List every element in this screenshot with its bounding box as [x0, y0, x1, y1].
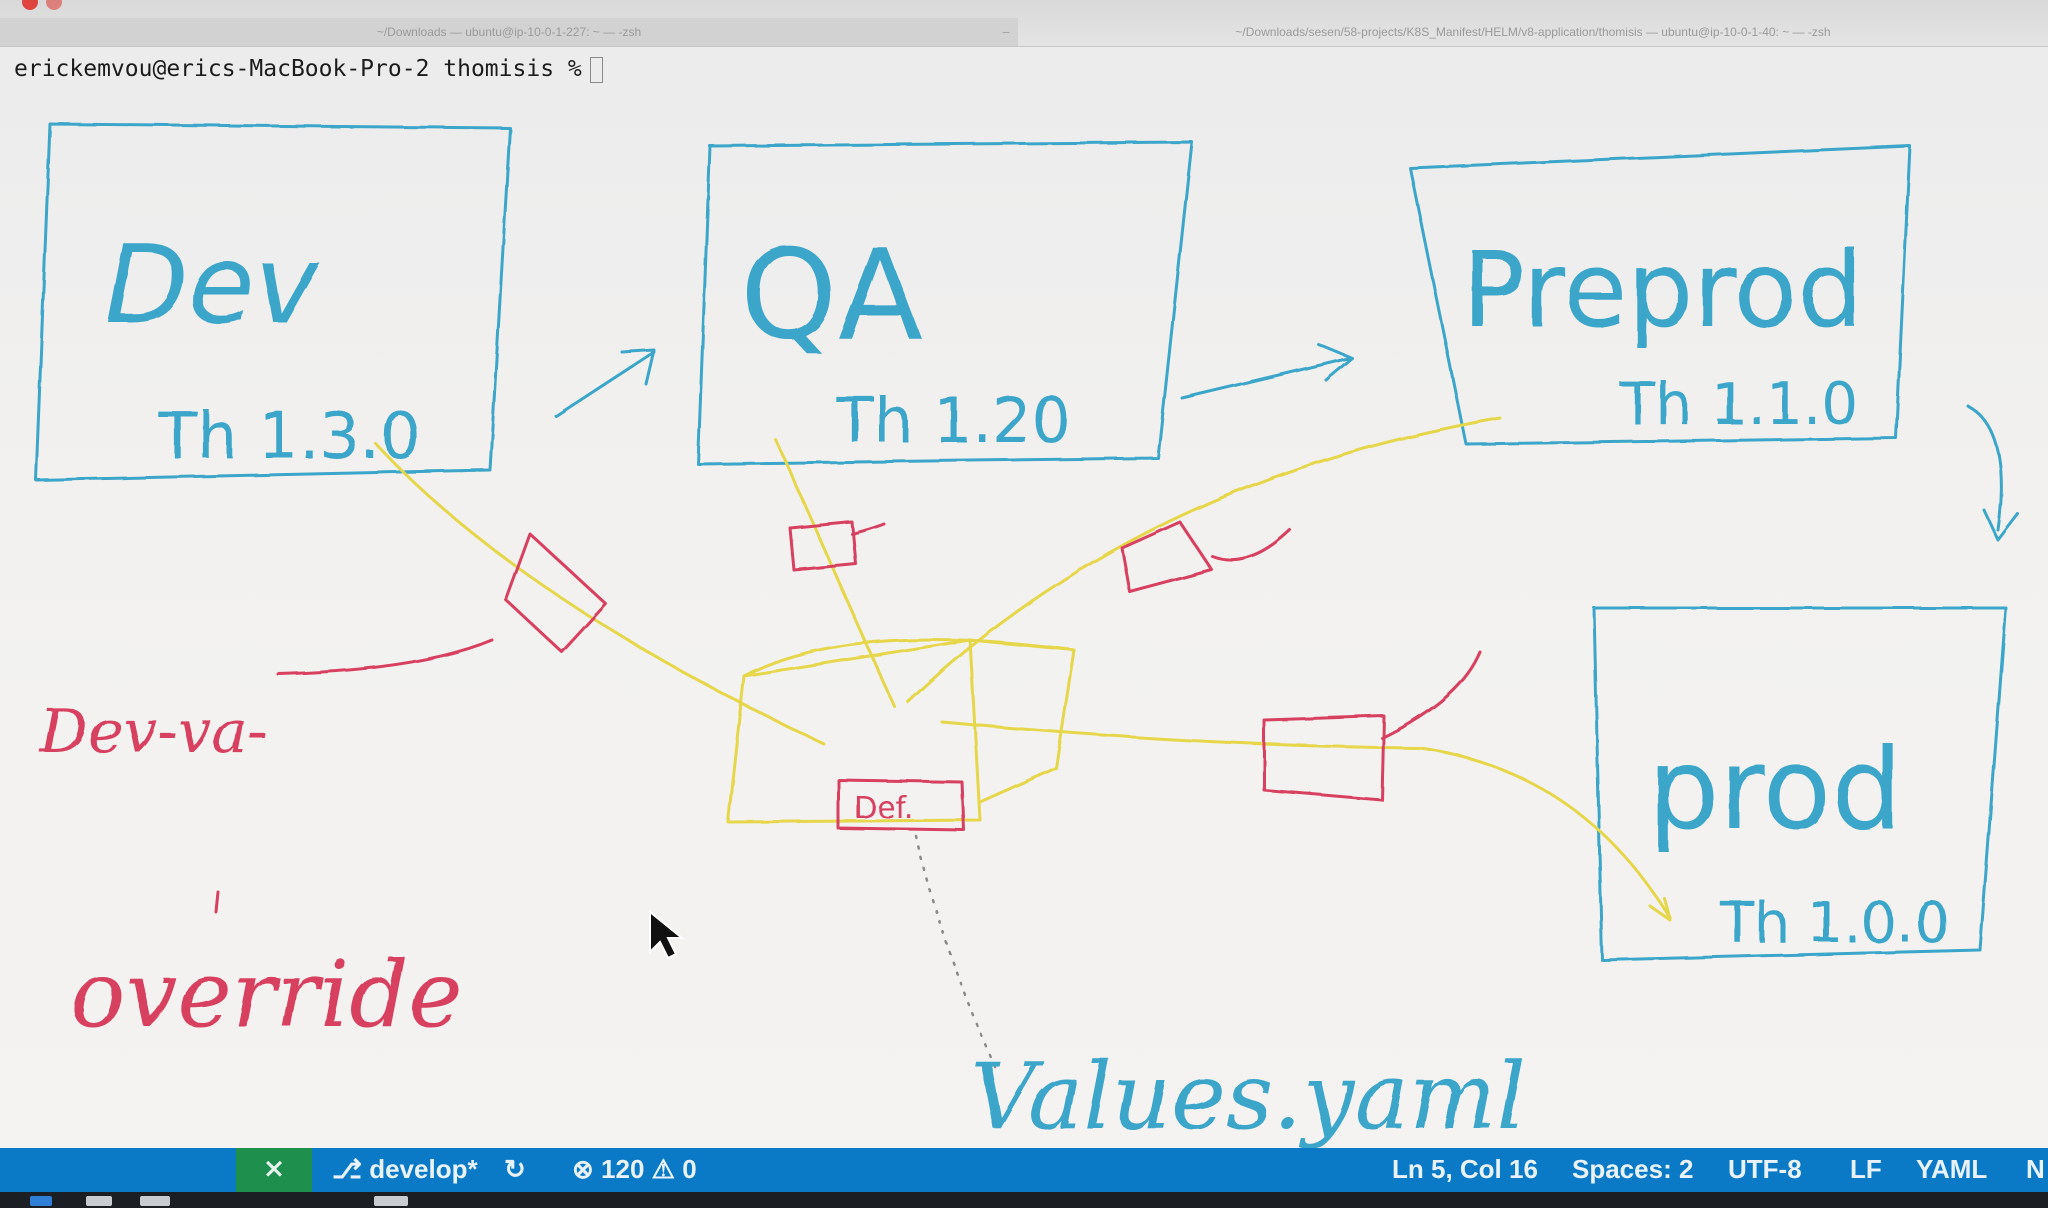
line-ending-selector[interactable]: LF — [1850, 1154, 1882, 1184]
env-name-preprod: Preprod — [1462, 229, 1863, 351]
override-box-prod — [1262, 714, 1386, 802]
remote-indicator[interactable]: ⨯ — [236, 1148, 312, 1192]
env-version-dev: Th 1.3.0 — [157, 400, 421, 474]
close-window-icon[interactable] — [22, 0, 38, 10]
connector-qa — [774, 438, 896, 708]
dotted-link-values — [914, 834, 998, 1072]
terminal-cursor — [589, 56, 603, 83]
sync-button[interactable]: ↻ — [504, 1148, 526, 1192]
env-box-prod: prod Th 1.0.0 — [1592, 606, 2008, 962]
mouse-pointer-icon — [649, 909, 685, 960]
override-accent — [214, 890, 220, 914]
note-dev-values: Dev-va- — [39, 697, 268, 767]
terminal-prompt-line[interactable]: erickemvou@erics-MacBook-Pro-2 thomisis … — [14, 56, 603, 83]
taskbar-window-icon[interactable] — [374, 1196, 408, 1206]
override-box-preprod — [1120, 520, 1214, 594]
env-version-preprod: Th 1.1.0 — [1619, 370, 1858, 438]
language-mode-selector[interactable]: YAML — [1916, 1154, 1988, 1184]
env-name-qa: QA — [740, 224, 922, 368]
tab-label: ~/Downloads/sesen/58-projects/K8S_Manife… — [1235, 25, 1831, 39]
arrow-preprod-to-prod — [1966, 404, 2020, 542]
branch-indicator[interactable]: ⎇ develop* — [332, 1148, 478, 1192]
helm-chart-box — [374, 416, 1672, 922]
close-tab-icon[interactable]: − — [1001, 24, 1010, 40]
promotion-arrows — [554, 342, 2020, 542]
sync-icon: ↻ — [504, 1154, 526, 1184]
default-values-label: Def. — [854, 791, 913, 826]
encoding-selector[interactable]: UTF-8 — [1728, 1154, 1802, 1184]
terminal-prompt: erickemvou@erics-MacBook-Pro-2 thomisis … — [14, 56, 582, 82]
taskbar-app-icon[interactable] — [86, 1196, 112, 1206]
env-version-prod: Th 1.0.0 — [1719, 891, 1950, 956]
override-tail-preprod — [1210, 528, 1292, 562]
arrow-dev-to-qa — [554, 348, 656, 418]
env-version-qa: Th 1.20 — [835, 384, 1071, 457]
apps-grid-icon[interactable] — [140, 1196, 170, 1206]
indentation-selector[interactable]: Spaces: 2 — [1572, 1154, 1694, 1184]
problems-indicator[interactable]: ⊗ 120 ⚠ 0 — [572, 1148, 697, 1192]
override-box-qa — [788, 520, 858, 572]
override-tail-prod — [1380, 650, 1482, 740]
env-box-preprod: Preprod Th 1.1.0 — [1408, 144, 1912, 446]
start-icon[interactable] — [30, 1196, 52, 1206]
tab-label: ~/Downloads — ubuntu@ip-10-0-1-227: ~ — … — [376, 25, 642, 39]
remote-icon: ⨯ — [263, 1153, 285, 1183]
branch-name: develop* — [369, 1154, 478, 1184]
connector-preprod — [906, 416, 1502, 704]
terminal-titlebar: ~/Downloads — ubuntu@ip-10-0-1-227: ~ — … — [0, 0, 2048, 47]
git-branch-icon: ⎇ — [332, 1154, 362, 1184]
values-override-boxes — [276, 520, 1482, 832]
tab-downloads[interactable]: ~/Downloads — ubuntu@ip-10-0-1-227: ~ — … — [0, 18, 1018, 46]
warning-count: 0 — [682, 1154, 697, 1184]
note-values-yaml: Values.yaml — [970, 1043, 1526, 1150]
env-box-qa: QA Th 1.20 — [696, 140, 1194, 466]
note-override: override — [70, 941, 463, 1048]
override-line-dev — [276, 638, 494, 676]
tab-thomisis[interactable]: ~/Downloads/sesen/58-projects/K8S_Manife… — [1018, 18, 2048, 46]
minimize-window-icon[interactable] — [46, 0, 62, 10]
cursor-position[interactable]: Ln 5, Col 16 — [1392, 1154, 1538, 1184]
override-tail-qa — [850, 522, 886, 536]
taskbar — [0, 1192, 2048, 1208]
notifications-button[interactable]: N — [2026, 1154, 2045, 1184]
default-values-box — [836, 778, 966, 832]
connector-prod — [940, 720, 1672, 920]
env-name-dev: Dev — [105, 223, 321, 348]
arrow-qa-to-preprod — [1180, 342, 1354, 400]
override-box-dev — [504, 532, 608, 654]
env-name-prod: prod — [1648, 725, 1902, 855]
status-bar: ⨯ ⎇ develop* ↻ ⊗ 120 ⚠ 0 Ln 5, Col 16 Sp… — [0, 1148, 2048, 1192]
error-icon: ⊗ — [572, 1154, 594, 1184]
warning-icon: ⚠ — [651, 1154, 675, 1184]
connector-dev — [374, 442, 826, 746]
env-box-dev: Dev Th 1.3.0 — [34, 122, 512, 482]
error-count: 120 — [601, 1154, 645, 1184]
